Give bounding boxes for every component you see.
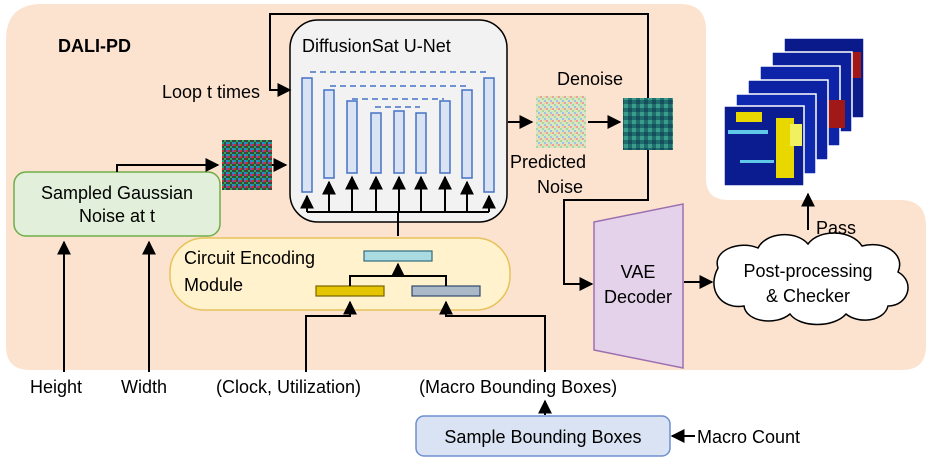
encoding-merge-arrows [349, 262, 447, 286]
noise-sample-box [13, 171, 221, 237]
output-layout-stack [723, 37, 865, 187]
unet-title: DiffusionSat U-Net [302, 36, 451, 56]
predicted-noise-line1: Predicted [510, 152, 586, 172]
unet-layer-2 [323, 89, 335, 179]
denoised-image [623, 98, 673, 150]
vae-label-line1: VAE [621, 262, 656, 282]
denoise-label: Denoise [557, 69, 623, 89]
unet-conditioning-arrows [300, 175, 496, 236]
predicted-noise-image [536, 96, 586, 148]
encoding-output-bar [363, 250, 433, 262]
sample-bbox-label: Sample Bounding Boxes [444, 427, 641, 447]
height-input-label: Height [30, 377, 82, 397]
macro-bbox-input-label: (Macro Bounding Boxes) [419, 377, 617, 397]
unet-layers [301, 77, 495, 193]
width-input-label: Width [121, 377, 167, 397]
bbox-encoding-bar [411, 285, 481, 297]
checker-label-line1: Post-processing [743, 261, 872, 281]
checker-label-line2: & Checker [766, 286, 850, 306]
predicted-noise-line2: Noise [537, 177, 583, 197]
macro-count-label: Macro Count [697, 427, 800, 447]
circuit-label-line2: Module [184, 275, 243, 295]
unet-layer-7 [439, 100, 451, 174]
unet-layer-8 [461, 89, 473, 179]
unet-layer-1 [301, 77, 313, 193]
noise-box-line2: Noise at t [79, 206, 155, 226]
loop-arrow [269, 13, 649, 170]
input-arrows [57, 240, 695, 443]
loop-label: Loop t times [162, 82, 260, 102]
clock-util-input-label: (Clock, Utilization) [216, 377, 361, 397]
pass-label: Pass [816, 218, 856, 238]
unet-layer-9 [483, 77, 495, 193]
noise-box-to-image-arrow [116, 158, 220, 172]
unet-layer-5 [393, 110, 405, 174]
unet-layer-4 [370, 112, 382, 174]
checker-cloud [713, 232, 909, 326]
vae-label-line2: Decoder [604, 287, 672, 307]
unet-skip-connections [310, 71, 488, 108]
denoise-to-vae-arrow [563, 150, 649, 291]
sample-bbox-box [415, 415, 671, 457]
noise-image [222, 140, 272, 190]
vae-decoder [593, 203, 684, 369]
unet-layer-3 [346, 100, 358, 174]
circuit-label-line1: Circuit Encoding [184, 248, 315, 268]
noise-box-line1: Sampled Gaussian [41, 183, 193, 203]
region-title: DALI-PD [58, 36, 131, 56]
clock-util-encoding-bar [315, 285, 385, 297]
unet-layer-6 [415, 112, 427, 174]
